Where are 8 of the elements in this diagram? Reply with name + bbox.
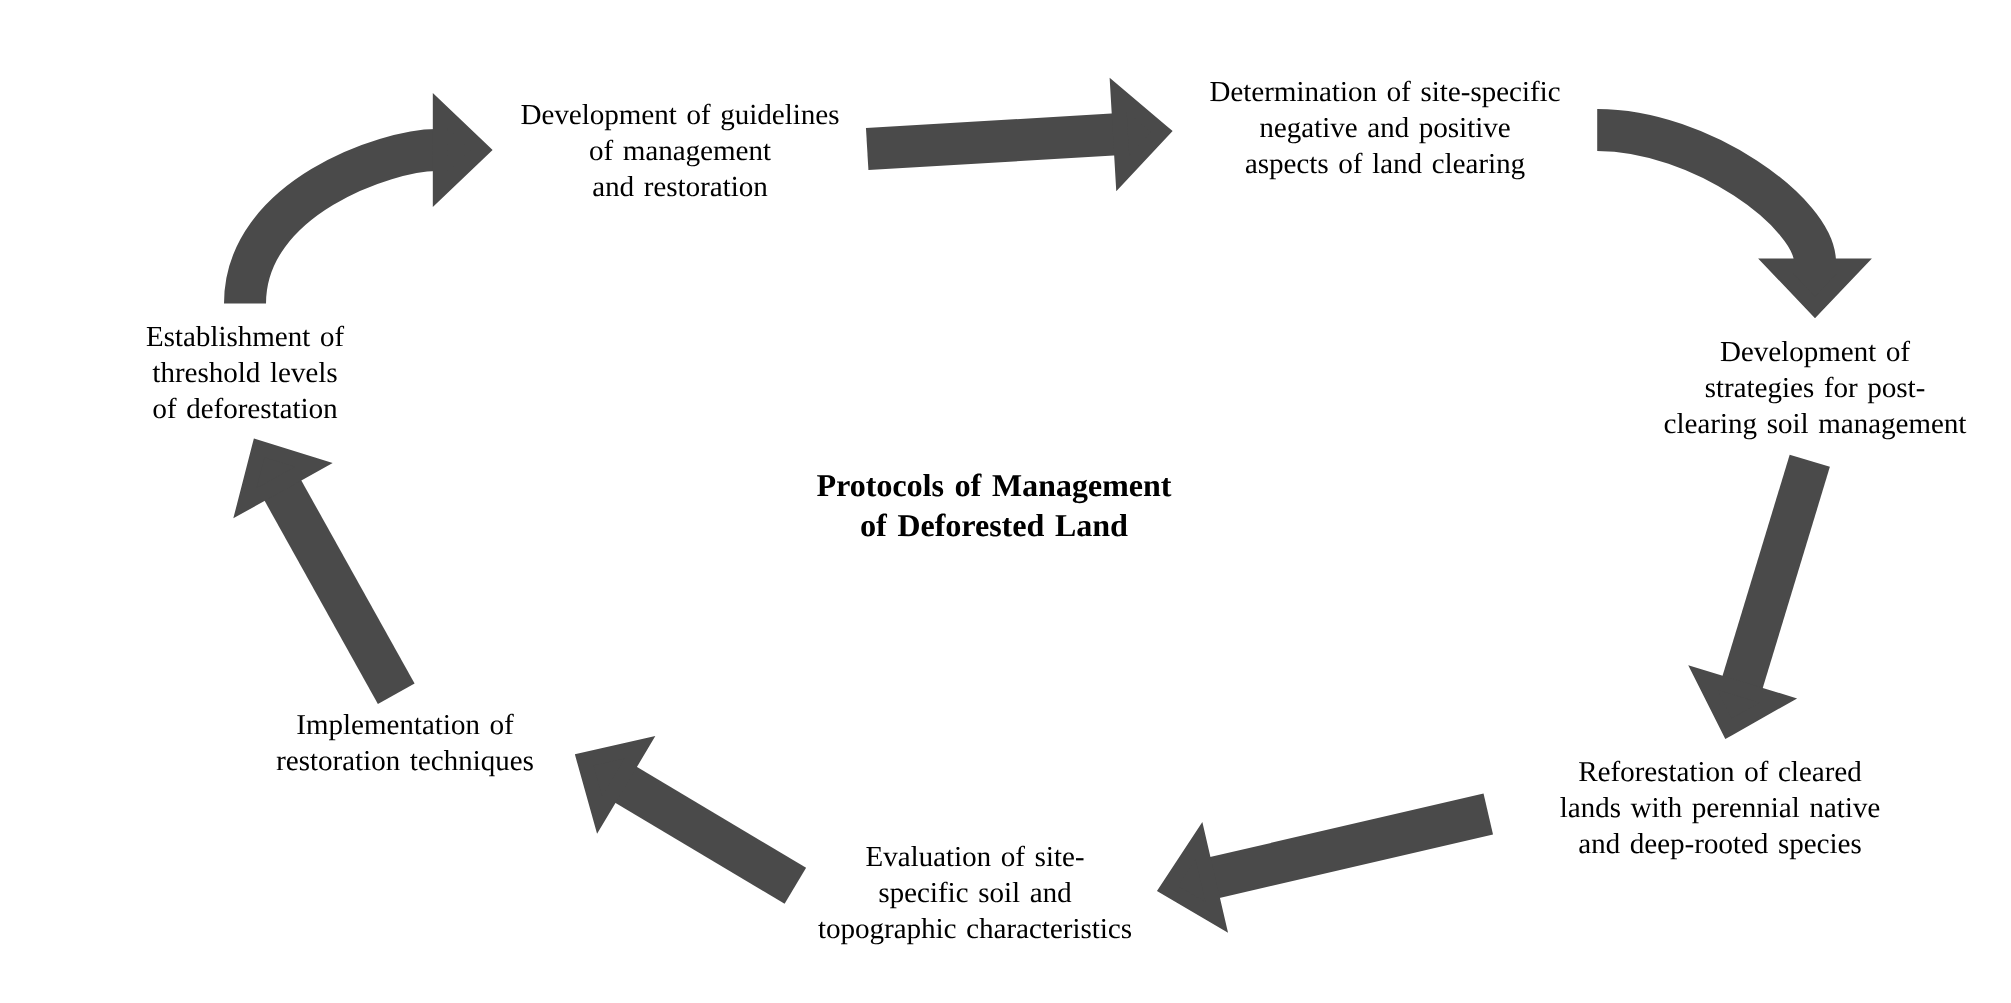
step-text: Development of guidelines of management and restoration (521, 103, 839, 197)
step-text: Establishment of threshold levels of deforestation (146, 325, 345, 419)
step-text: Determination of site-specific negative and positive aspects of land clearing (1210, 80, 1560, 180)
step-text: Implementation of restoration techniques (276, 713, 533, 777)
step-text: Evaluation of site-specific soil and topographic characteristics (818, 845, 1132, 945)
step-text: Development of strategies for post-clearing soil management (1664, 340, 1967, 440)
title: Protocols of Management of Deforested Land (817, 473, 1172, 537)
step-text: Reforestation of cleared lands with perennial native and deep-rooted species (1560, 760, 1880, 860)
